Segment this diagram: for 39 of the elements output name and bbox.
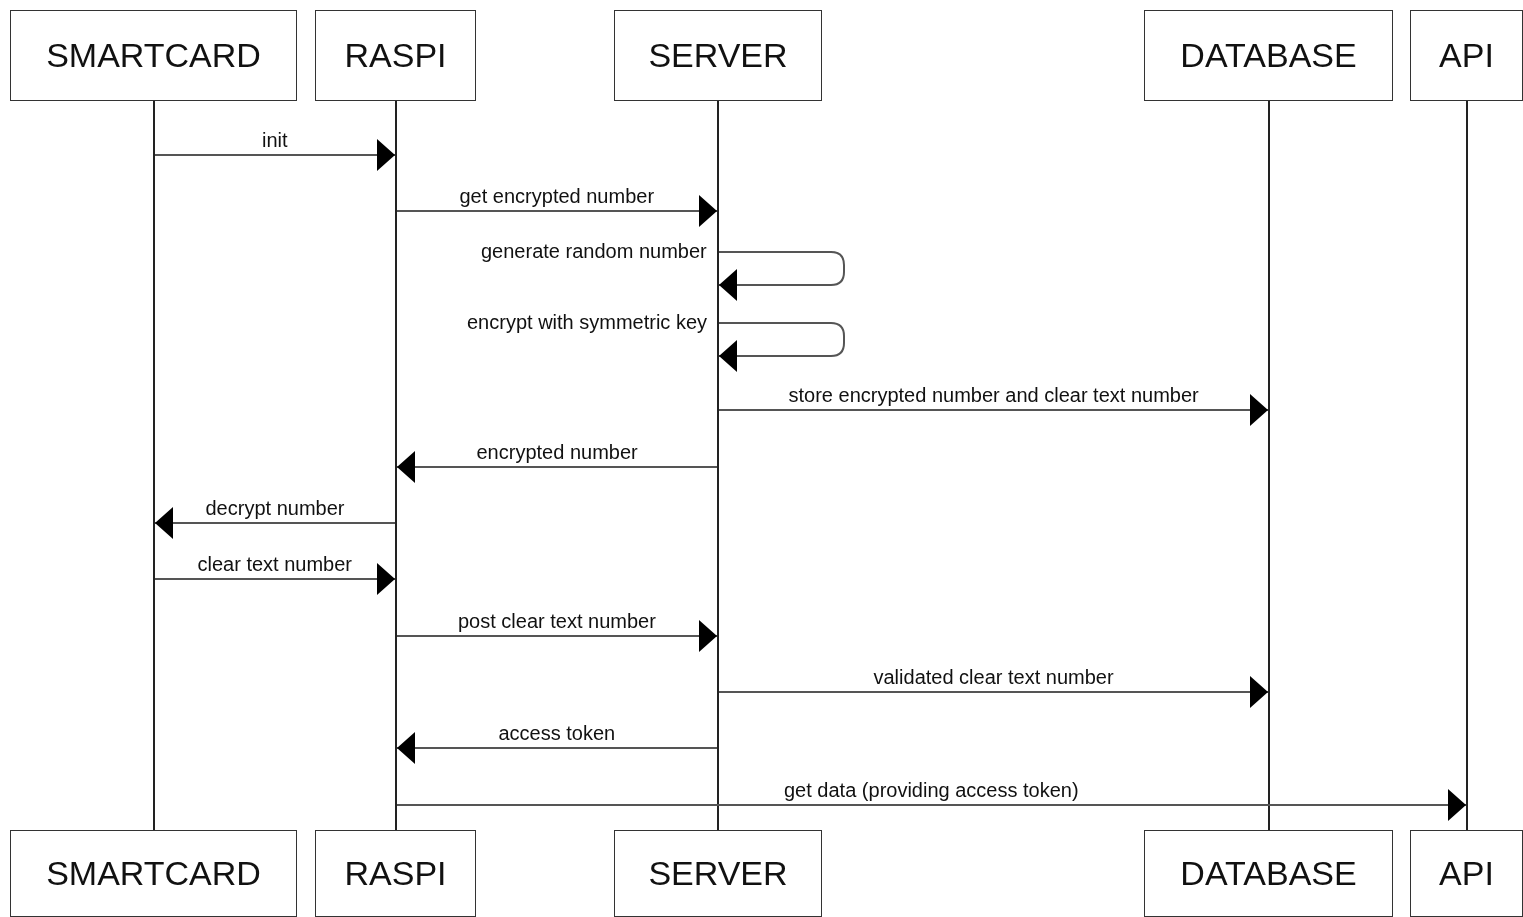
participant-box: API [1410, 830, 1523, 917]
edge-label: validated clear text number [873, 666, 1114, 688]
participant-box: SMARTCARD [10, 830, 297, 917]
self-message-arrow [718, 251, 845, 301]
participant-box: RASPI [315, 10, 476, 101]
message-arrow [396, 732, 718, 764]
message-arrow [154, 507, 396, 539]
participant-box: SERVER [614, 830, 822, 917]
edge-label: access token [498, 722, 616, 744]
message-arrow [396, 195, 718, 227]
message-arrow [718, 676, 1269, 708]
message-arrow [396, 451, 718, 483]
message-arrow [154, 139, 396, 171]
edge-label: encrypt with symmetric key [467, 311, 708, 333]
edge-label: get data (providing access token) [784, 779, 1079, 801]
edge-label: store encrypted number and clear text number [788, 384, 1199, 406]
lifeline [153, 101, 155, 830]
edge-label: init [262, 129, 288, 151]
lifeline [1268, 101, 1270, 830]
edge-label: generate random number [481, 240, 707, 262]
edge-label: encrypted number [476, 441, 638, 463]
participant-box: DATABASE [1144, 830, 1393, 917]
participant-box: DATABASE [1144, 10, 1393, 101]
participant-box: SMARTCARD [10, 10, 297, 101]
lifeline [395, 101, 397, 830]
participant-box: RASPI [315, 830, 476, 917]
message-arrow [154, 563, 396, 595]
edge-label: decrypt number [205, 497, 345, 519]
lifeline [717, 101, 719, 830]
lifeline [1466, 101, 1468, 830]
participant-box: API [1410, 10, 1523, 101]
self-message-arrow [718, 322, 845, 372]
edge-label: clear text number [197, 553, 352, 575]
edge-label: post clear text number [458, 610, 656, 632]
participant-box: SERVER [614, 10, 822, 101]
edge-label: get encrypted number [459, 185, 655, 207]
message-arrow [396, 789, 1467, 821]
message-arrow [396, 620, 718, 652]
message-arrow [718, 394, 1269, 426]
